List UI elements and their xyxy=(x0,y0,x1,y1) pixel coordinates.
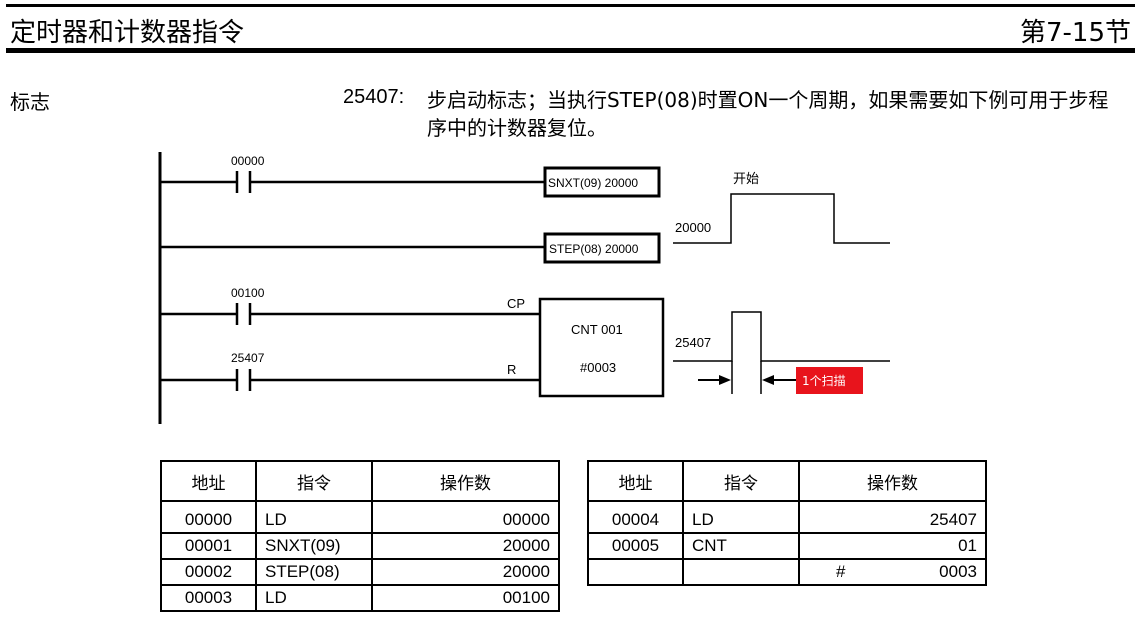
operand-prefix: # xyxy=(836,562,846,581)
start-label: 开始 xyxy=(733,171,759,186)
header-instruction: 指令 xyxy=(255,460,373,502)
cycle-label: 1个扫描 xyxy=(802,374,846,388)
cell-operand: 20000 xyxy=(371,532,560,560)
snxt-box xyxy=(543,166,661,198)
header-address: 地址 xyxy=(160,460,257,502)
side-label: 标志 xyxy=(10,90,50,114)
arrowhead-left xyxy=(719,375,731,385)
cp-label: CP xyxy=(507,296,525,311)
cell-instruction xyxy=(682,558,800,586)
cell-instruction: LD xyxy=(682,500,800,534)
cell-address: 00003 xyxy=(160,584,257,612)
r-label: R xyxy=(507,362,516,377)
operand-value: 00000 xyxy=(502,510,550,529)
sig1-waveform xyxy=(673,193,890,244)
operand-value: 01 xyxy=(958,536,977,555)
cnt-box xyxy=(538,297,665,398)
sig1-label: 20000 xyxy=(675,220,711,235)
cell-operand: 20000 xyxy=(371,558,560,586)
cycle-badge xyxy=(796,367,863,394)
operand-value: 00100 xyxy=(502,588,550,607)
cell-operand: 25407 xyxy=(798,500,987,534)
contact1-label: 00000 xyxy=(231,154,265,168)
cell-address: 00001 xyxy=(160,532,257,560)
operand-value: 20000 xyxy=(502,536,550,555)
cell-instruction: STEP(08) xyxy=(255,558,373,586)
cell-instruction: CNT xyxy=(682,532,800,560)
contact2-label: 00100 xyxy=(231,286,265,300)
sig2-waveform xyxy=(673,311,890,362)
cell-instruction: LD xyxy=(255,500,373,534)
step-box xyxy=(543,232,661,264)
table-row: #0003 xyxy=(587,558,987,586)
operand-value: 20000 xyxy=(502,562,550,581)
cell-instruction: SNXT(09) xyxy=(255,532,373,560)
cell-operand: 00000 xyxy=(371,500,560,534)
cell-instruction: LD xyxy=(255,584,373,612)
cell-address xyxy=(587,558,684,586)
arrowhead-right xyxy=(762,375,774,385)
header-instruction: 指令 xyxy=(682,460,800,502)
header-address: 地址 xyxy=(587,460,684,502)
sig2-label: 25407 xyxy=(675,335,711,350)
cnt-label: CNT 001 xyxy=(571,322,623,337)
section-number: 第7-15节 xyxy=(1019,18,1131,48)
cell-operand: 01 xyxy=(798,532,987,560)
operand-value: 25407 xyxy=(929,510,977,529)
step-label: STEP(08) 20000 xyxy=(549,242,639,256)
cell-address: 00005 xyxy=(587,532,684,560)
header-operand: 操作数 xyxy=(798,460,987,502)
cell-operand: 00100 xyxy=(371,584,560,612)
cell-operand: #0003 xyxy=(798,558,987,586)
flag-description: 步启动标志；当执行STEP(08)时置ON一个周期，如果需要如下例可用于步程序中… xyxy=(427,88,1109,140)
header-bottom-rule xyxy=(6,48,1135,53)
cell-address: 00004 xyxy=(587,500,684,534)
cell-address: 00002 xyxy=(160,558,257,586)
snxt-label: SNXT(09) 20000 xyxy=(548,176,638,190)
operand-value: 0003 xyxy=(939,562,977,581)
page-title: 定时器和计数器指令 xyxy=(10,18,245,48)
header-top-rule xyxy=(6,4,1135,7)
cell-address: 00000 xyxy=(160,500,257,534)
header-operand: 操作数 xyxy=(371,460,560,502)
cnt-value: #0003 xyxy=(580,360,616,375)
flag-code: 25407: xyxy=(343,86,405,108)
contact3-label: 25407 xyxy=(231,351,265,365)
